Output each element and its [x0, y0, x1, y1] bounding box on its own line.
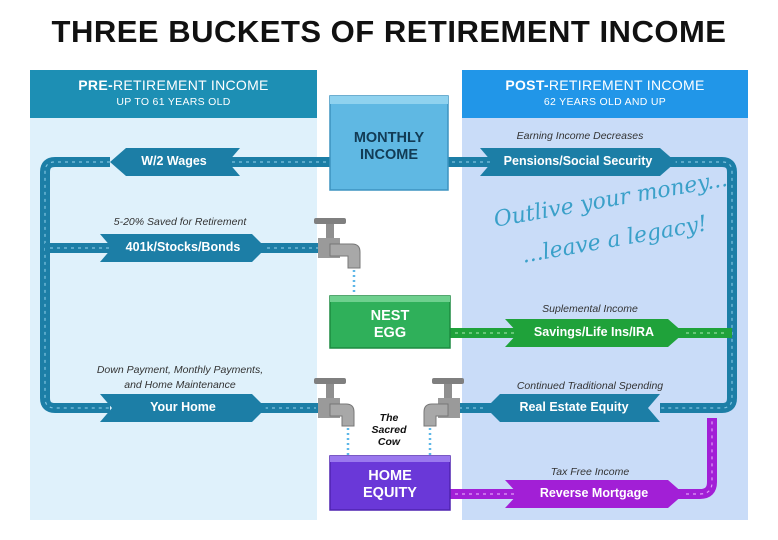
home-line1: HOME — [368, 468, 412, 484]
page-title: THREE BUCKETS OF RETIREMENT INCOME — [51, 14, 727, 49]
pre-retirement-panel — [30, 70, 317, 520]
nest-line2: EGG — [373, 325, 407, 341]
down-payment-line1: Down Payment, Monthly Payments, — [96, 364, 264, 376]
nest-egg-bucket — [329, 295, 451, 349]
pensions-label: Pensions/Social Security — [503, 154, 653, 168]
real-estate-arrow — [486, 394, 660, 422]
earning-caption: Earning Income Decreases — [516, 130, 644, 142]
monthly-income-label: MONTHLY INCOME — [330, 130, 448, 164]
stocks-label: 401k/Stocks/Bonds — [125, 240, 241, 254]
your-home-arrow — [100, 394, 266, 422]
sacred-cow-caption: The Sacred Cow — [364, 412, 414, 448]
home-equity-label: HOME EQUITY — [330, 468, 450, 502]
pre-subheading: UP TO 61 YEARS OLD — [116, 96, 231, 108]
traditional-caption: Continued Traditional Spending — [516, 380, 664, 392]
home-line2: EQUITY — [363, 485, 417, 501]
pensions-arrow — [480, 148, 676, 176]
sacred-line2: Sacred — [371, 424, 407, 436]
down-payment-line2: and Home Maintenance — [124, 379, 236, 391]
pre-retirement-header: PRE-RETIREMENT INCOME UP TO 61 YEARS OLD — [30, 70, 317, 118]
post-retirement-panel — [462, 70, 748, 520]
down-payment-caption: Down Payment, Monthly Payments, and Home… — [70, 363, 290, 393]
nest-line1: NEST — [370, 308, 410, 324]
tax-free-caption: Tax Free Income — [550, 466, 630, 478]
pre-heading-rest: RETIREMENT INCOME — [112, 77, 269, 93]
home-equity-bucket — [329, 455, 451, 511]
monthly-line1: MONTHLY — [353, 130, 425, 146]
stocks-arrow — [100, 234, 266, 262]
real-estate-label: Real Estate Equity — [519, 400, 629, 414]
sacred-line1: The — [379, 412, 399, 424]
wages-label: W/2 Wages — [141, 154, 207, 168]
sacred-line3: Cow — [377, 436, 401, 448]
monthly-line2: INCOME — [360, 147, 418, 163]
stocks-faucet — [314, 218, 361, 294]
post-heading-rest: RETIREMENT INCOME — [548, 77, 705, 93]
reverse-mortgage-label: Reverse Mortgage — [539, 486, 649, 500]
savings-label: Savings/Life Ins/IRA — [533, 325, 655, 339]
saved-caption: 5-20% Saved for Retirement — [113, 216, 247, 228]
your-home-faucet — [314, 378, 355, 456]
pre-heading-bold: PRE- — [78, 77, 113, 93]
monthly-income-bucket — [329, 95, 449, 191]
post-subheading: 62 YEARS OLD AND UP — [543, 96, 667, 108]
reverse-mortgage-arrow — [505, 480, 684, 508]
post-retirement-header: POST-RETIREMENT INCOME 62 YEARS OLD AND … — [462, 70, 748, 118]
nest-egg-label: NEST EGG — [330, 308, 450, 342]
suplemental-caption: Suplemental Income — [542, 303, 638, 315]
post-heading-bold: POST- — [505, 77, 549, 93]
your-home-label: Your Home — [150, 400, 216, 414]
real-estate-faucet — [423, 378, 464, 456]
wages-arrow — [110, 148, 240, 176]
savings-arrow — [505, 319, 684, 347]
